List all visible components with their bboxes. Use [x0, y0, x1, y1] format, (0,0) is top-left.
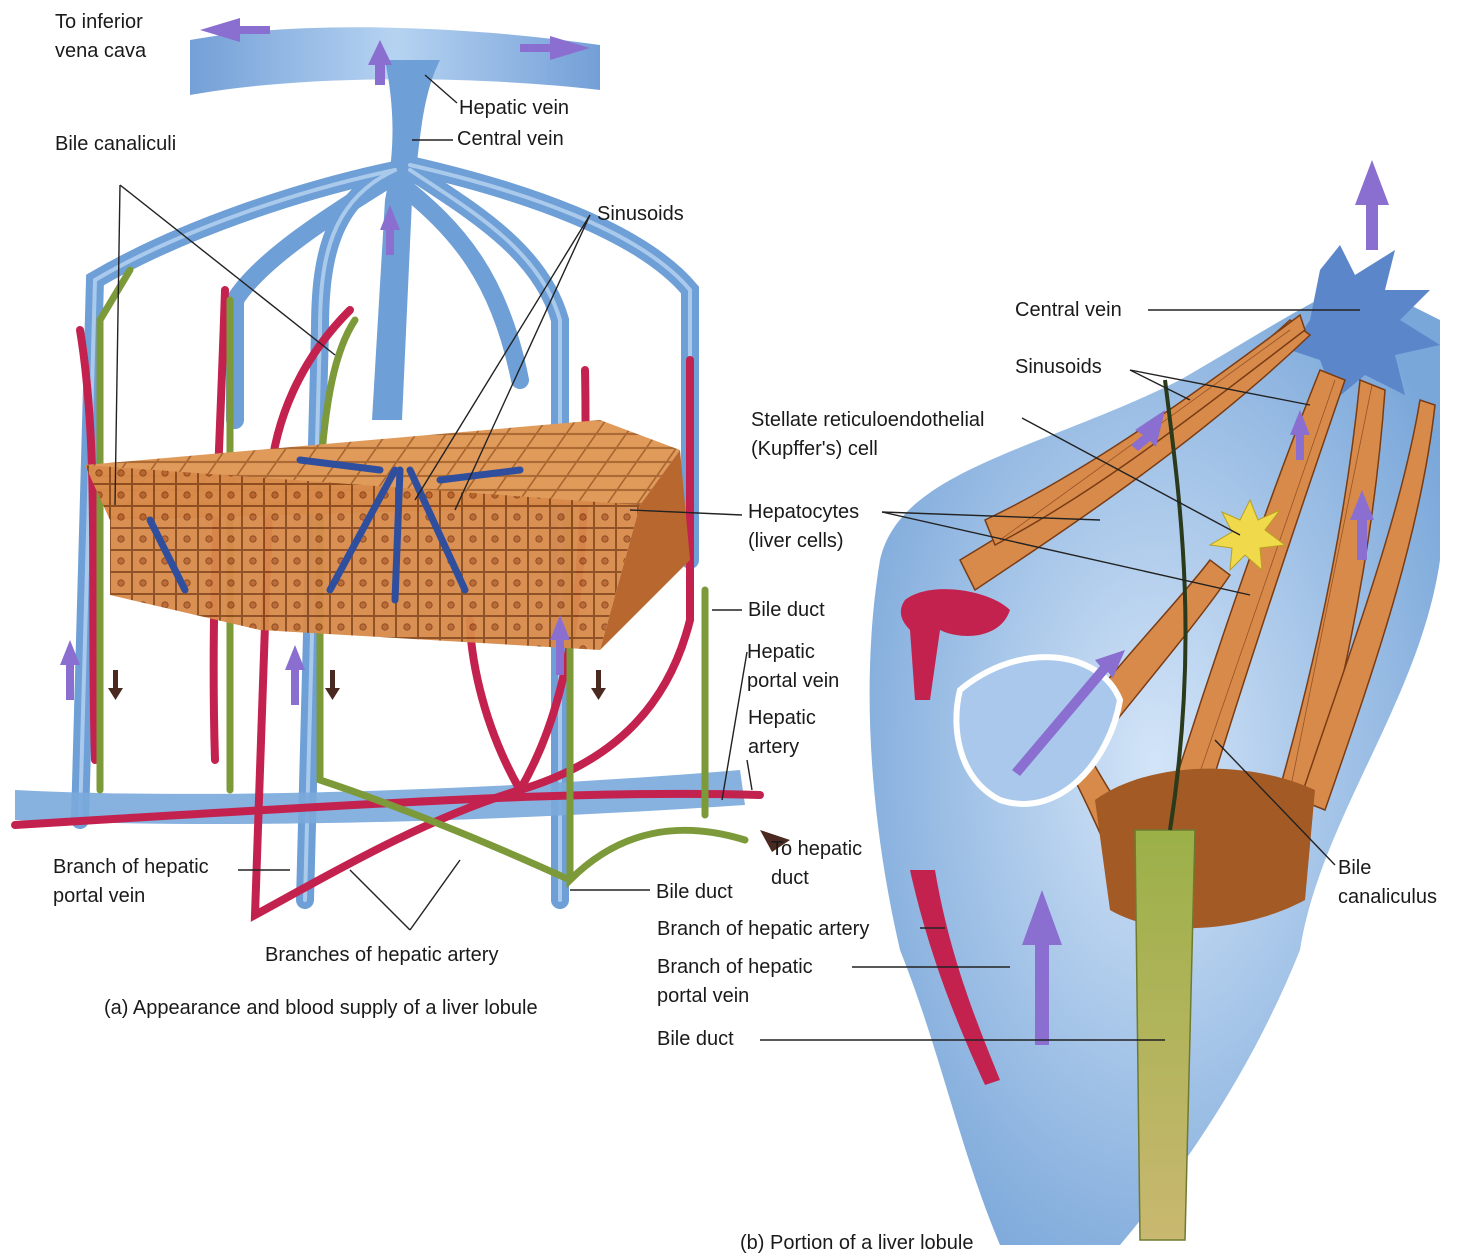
hepatocytes-label: Hepatocytes (liver cells) — [748, 498, 859, 556]
label-line: To inferior — [55, 11, 143, 33]
label-line: (liver cells) — [748, 530, 844, 552]
to-hepatic-duct-label: To hepatic duct — [771, 835, 862, 893]
bile-duct-label-b: Bile duct — [657, 1025, 734, 1054]
label-line: Hepatocytes — [748, 501, 859, 523]
central-vein-label-b: Central vein — [1015, 296, 1122, 325]
caption-a: (a) Appearance and blood supply of a liv… — [104, 994, 538, 1023]
label-line: (Kupffer's) cell — [751, 438, 878, 460]
label-line: Hepatic — [748, 707, 816, 729]
bile-canaliculus-label: Bile canaliculus — [1338, 854, 1437, 912]
label-line: artery — [748, 736, 799, 758]
label-line: Stellate reticuloendothelial — [751, 409, 985, 431]
branch-hepatic-portal-vein-label-a: Branch of hepatic portal vein — [53, 853, 209, 911]
stellate-kupffer-cell-label: Stellate reticuloendothelial (Kupffer's)… — [751, 406, 985, 464]
label-line: portal vein — [747, 670, 839, 692]
label-line: vena cava — [55, 40, 146, 62]
hepatic-portal-vein-label: Hepatic portal vein — [747, 638, 839, 696]
to-inferior-vena-cava-label: To inferior vena cava — [55, 8, 146, 66]
sinusoids-label-a: Sinusoids — [597, 200, 684, 229]
label-line: Bile — [1338, 857, 1371, 879]
label-line: Branch of hepatic — [657, 956, 813, 978]
bile-duct-label-bottom: Bile duct — [656, 878, 733, 907]
sinusoids-label-b: Sinusoids — [1015, 353, 1102, 382]
bile-canaliculi-label: Bile canaliculi — [55, 130, 176, 159]
caption-b: (b) Portion of a liver lobule — [740, 1229, 973, 1258]
label-line: Hepatic — [747, 641, 815, 663]
branches-hepatic-artery-label: Branches of hepatic artery — [265, 941, 498, 970]
label-line: duct — [771, 867, 809, 889]
label-line: canaliculus — [1338, 886, 1437, 908]
central-vein-label-a: Central vein — [457, 125, 564, 154]
label-line: To hepatic — [771, 838, 862, 860]
hepatic-vein-label: Hepatic vein — [459, 94, 569, 123]
label-line: Branch of hepatic — [53, 856, 209, 878]
label-line: portal vein — [657, 985, 749, 1007]
branch-hepatic-artery-label-b: Branch of hepatic artery — [657, 915, 869, 944]
hepatic-artery-label: Hepatic artery — [748, 704, 816, 762]
label-line: portal vein — [53, 885, 145, 907]
branch-hepatic-portal-vein-label-b: Branch of hepatic portal vein — [657, 953, 813, 1011]
bile-duct-label-right: Bile duct — [748, 596, 825, 625]
